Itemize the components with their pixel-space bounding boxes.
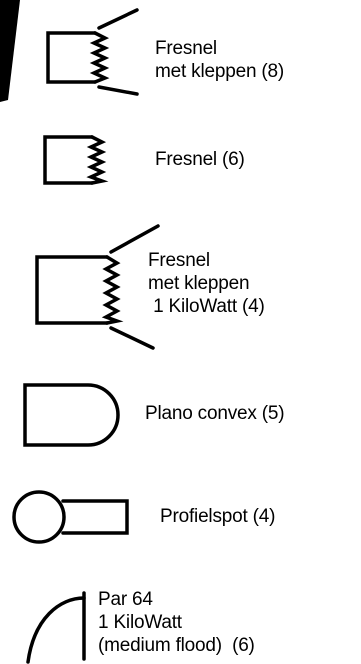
black-wedge-decoration bbox=[0, 0, 20, 102]
label-profile-spot: Profielspot (4) bbox=[160, 505, 275, 528]
label-line: Profielspot (4) bbox=[160, 506, 276, 527]
label-par64: Par 64 1 KiloWatt (medium flood) (6) bbox=[98, 588, 255, 657]
label-plano-convex: Plano convex (5) bbox=[145, 402, 285, 425]
label-line: Fresnel (6) bbox=[155, 149, 245, 170]
par64-icon bbox=[26, 591, 86, 664]
label-fresnel-flaps: Fresnel met kleppen (8) bbox=[155, 37, 284, 83]
label-line: met kleppen bbox=[148, 273, 250, 294]
label-line: Fresnel bbox=[155, 38, 217, 59]
fresnel-icon bbox=[43, 135, 109, 185]
profile-spot-icon bbox=[12, 490, 129, 544]
label-line: Fresnel bbox=[148, 250, 210, 271]
plano-convex-icon bbox=[23, 383, 120, 447]
label-line: 1 KiloWatt (4) bbox=[148, 296, 265, 317]
label-line: met kleppen (8) bbox=[155, 61, 285, 82]
label-line: (medium flood) (6) bbox=[98, 635, 255, 656]
fresnel-flaps-icon bbox=[46, 8, 139, 96]
label-line: Plano convex (5) bbox=[145, 403, 285, 424]
label-line: 1 KiloWatt bbox=[98, 612, 182, 633]
label-fresnel-flaps-large: Fresnel met kleppen 1 KiloWatt (4) bbox=[148, 249, 265, 318]
label-line: Par 64 bbox=[98, 589, 153, 610]
fresnel-flaps-large-icon bbox=[35, 224, 160, 350]
label-fresnel: Fresnel (6) bbox=[155, 148, 245, 171]
